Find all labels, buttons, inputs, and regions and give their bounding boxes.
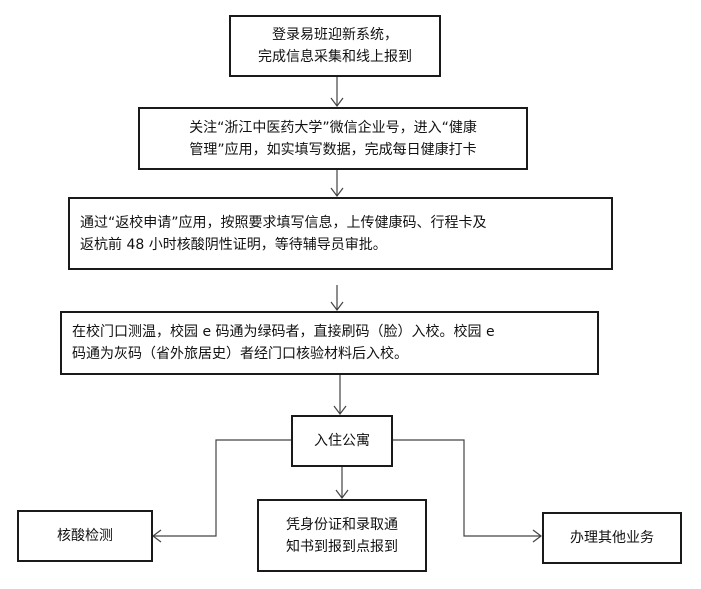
step-other-text: 办理其他业务 bbox=[570, 530, 654, 546]
step-health-box: 关注“浙江中医药大学”微信企业号，进入“健康 管理”应用，如实填写数据，完成每日… bbox=[138, 107, 528, 170]
step-register-text: 登录易班迎新系统， 完成信息采集和线上报到 bbox=[258, 27, 412, 65]
step-dorm-text: 入住公寓 bbox=[314, 433, 370, 449]
step-nucleic-box: 核酸检测 bbox=[17, 510, 153, 562]
arrow-dorm-to-nucleic bbox=[152, 439, 291, 543]
arrow-register-to-health bbox=[330, 77, 344, 107]
step-health-text: 关注“浙江中医药大学”微信企业号，进入“健康 管理”应用，如实填写数据，完成每日… bbox=[189, 119, 477, 158]
arrow-health-to-apply bbox=[330, 170, 344, 197]
step-report-box: 凭身份证和录取通 知书到报到点报到 bbox=[257, 499, 427, 572]
arrow-entry-to-dorm bbox=[333, 375, 347, 415]
step-apply-box: 通过“返校申请”应用，按照要求填写信息，上传健康码、行程卡及 返杭前 48 小时… bbox=[68, 197, 613, 270]
step-nucleic-text: 核酸检测 bbox=[57, 528, 113, 544]
step-report-text: 凭身份证和录取通 知书到报到点报到 bbox=[286, 516, 398, 555]
step-register-box: 登录易班迎新系统， 完成信息采集和线上报到 bbox=[229, 15, 441, 77]
step-entry-text: 在校门口测温，校园 e 码通为绿码者，直接刷码（脸）入校。校园 e 码通为灰码（… bbox=[72, 324, 495, 362]
step-apply-text: 通过“返校申请”应用，按照要求填写信息，上传健康码、行程卡及 返杭前 48 小时… bbox=[80, 214, 487, 253]
arrow-dorm-to-report bbox=[335, 467, 349, 499]
arrow-apply-to-entry bbox=[330, 285, 344, 311]
step-dorm-box: 入住公寓 bbox=[291, 415, 393, 467]
step-entry-box: 在校门口测温，校园 e 码通为绿码者，直接刷码（脸）入校。校园 e 码通为灰码（… bbox=[60, 311, 599, 375]
step-other-box: 办理其他业务 bbox=[542, 512, 682, 564]
arrow-dorm-to-other bbox=[393, 439, 542, 543]
